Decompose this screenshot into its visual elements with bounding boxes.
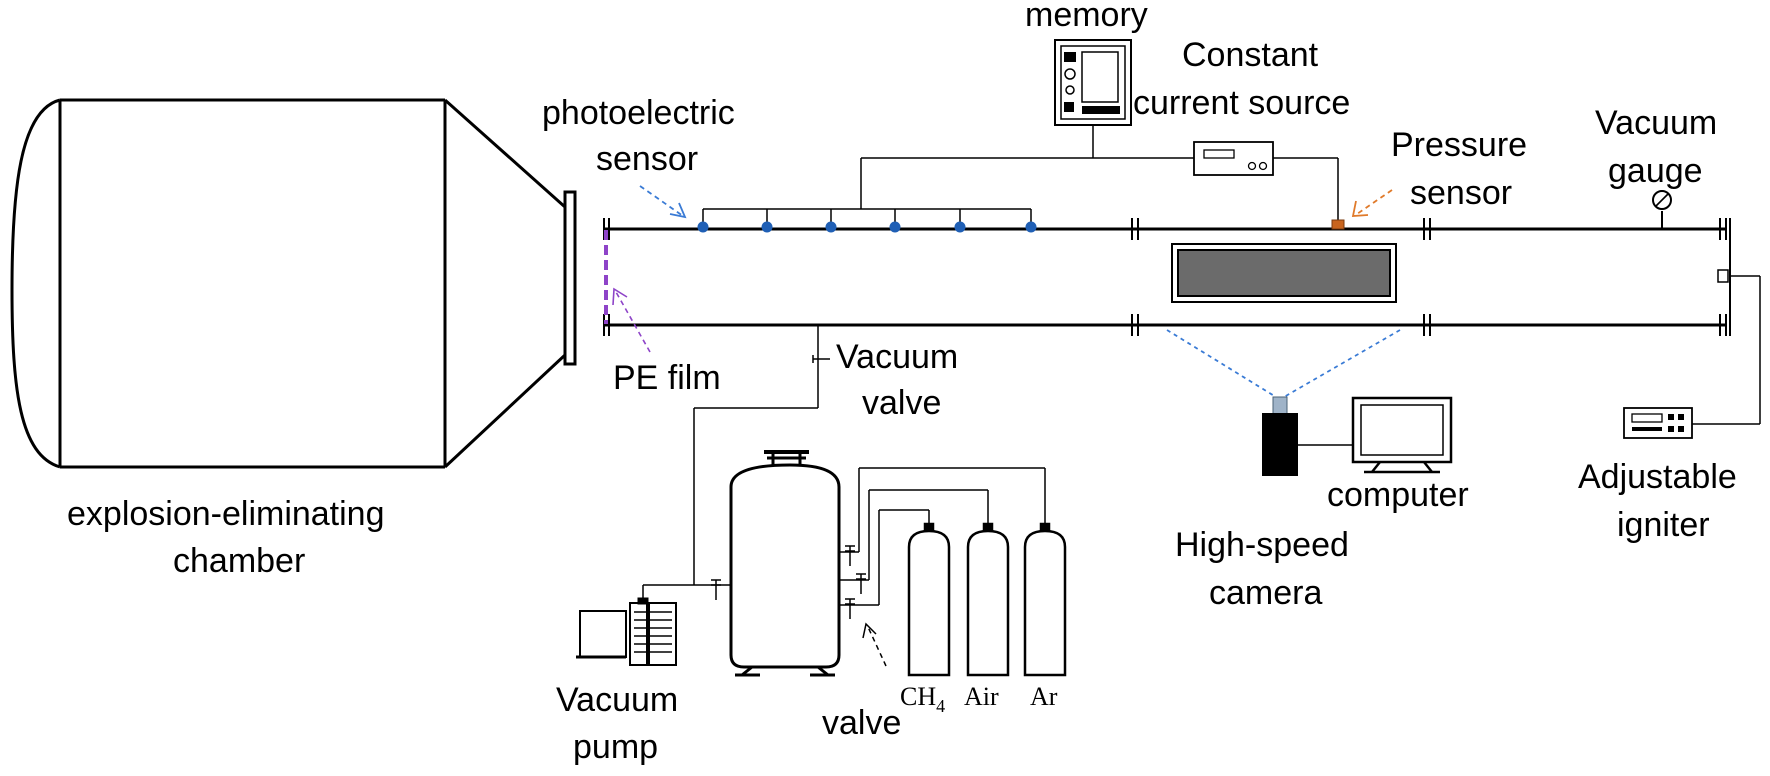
valve-pointer-arrowhead [862, 622, 877, 639]
gas-valves [845, 545, 866, 619]
cylinder-ar [1023, 522, 1067, 677]
photoelectric-sensors [697, 221, 1037, 233]
cylinder-ch4-label: CH4 [900, 682, 945, 716]
pressure-callout-arrow [1351, 189, 1393, 217]
explosion-eliminating-chamber [10, 98, 577, 469]
cylinder-air [966, 522, 1010, 677]
photoelectric-sensor-2 [761, 221, 773, 233]
vacuum-pump-device [576, 597, 677, 666]
pressure-sensor-label-line2: sensor [1410, 174, 1512, 212]
photoelectric-sensor-6 [1025, 221, 1037, 233]
photoelectric-sensor-label-line2: sensor [596, 140, 698, 178]
computer-device [1351, 396, 1453, 474]
pe-film-callout-arrow [612, 287, 651, 353]
pressure-sensor [1331, 219, 1345, 230]
cylinder-ar-label: Ar [1030, 682, 1058, 711]
pump-valve-symbol [711, 579, 721, 600]
adjustable-igniter-device [1623, 407, 1693, 439]
explosion-chamber-label-line1: explosion-eliminating [67, 495, 385, 533]
constant-current-source-label-line2: current source [1133, 84, 1350, 122]
pressure-sensor-label-line1: Pressure [1391, 126, 1527, 164]
photoelectric-sensor-3 [825, 221, 837, 233]
adjustable-igniter-label-line1: Adjustable [1578, 458, 1737, 496]
computer-label: computer [1327, 476, 1469, 514]
explosion-chamber-label-line2: chamber [173, 542, 305, 580]
memory-device [1054, 39, 1132, 126]
vacuum-valve-symbol [812, 355, 830, 363]
constant-current-source-label-line1: Constant [1182, 36, 1319, 74]
pe-film-label: PE film [613, 359, 721, 397]
photoelectric-sensor-5 [954, 221, 966, 233]
photoelectric-sensor-label-line1: photoelectric [542, 94, 735, 132]
photoelectric-sensor-4 [889, 221, 901, 233]
vacuum-pump-label-line1: Vacuum [556, 681, 678, 719]
mixing-tank [729, 450, 841, 677]
cylinder-labels: CH4 Air Ar [900, 682, 1058, 716]
observation-window [1171, 243, 1397, 303]
camera-view-lines [1166, 329, 1401, 398]
vacuum-gauge-label-line2: gauge [1608, 152, 1703, 190]
high-speed-camera-label-line1: High-speed [1175, 526, 1349, 564]
valve-label: valve [822, 704, 901, 742]
detonation-tube [603, 218, 1731, 336]
high-speed-camera-label-line2: camera [1209, 574, 1322, 612]
vacuum-pump-label-line2: pump [573, 728, 658, 766]
cylinder-air-label: Air [964, 682, 999, 711]
photoelectric-sensor-1 [697, 221, 709, 233]
vacuum-valve-label-line2: valve [862, 384, 941, 422]
photoelectric-callout-arrow [639, 185, 687, 219]
igniter-wiring [1692, 269, 1761, 425]
gas-feed-lines [839, 467, 1046, 606]
valve-pointer-arrow [867, 626, 887, 667]
vacuum-gauge [1652, 190, 1672, 229]
photoelectric-sensor-wiring [702, 125, 1339, 224]
cylinder-ch4 [907, 522, 951, 677]
labels: memory Constant current source photoelec… [67, 0, 1737, 766]
vacuum-valve-label-line1: Vacuum [836, 338, 958, 376]
adjustable-igniter-label-line2: igniter [1617, 506, 1710, 544]
gas-cylinders [907, 522, 1067, 677]
constant-current-source-device [1193, 141, 1274, 176]
high-speed-camera-device [1262, 396, 1298, 476]
vacuum-gauge-label-line1: Vacuum [1595, 104, 1717, 142]
memory-label: memory [1025, 0, 1148, 34]
